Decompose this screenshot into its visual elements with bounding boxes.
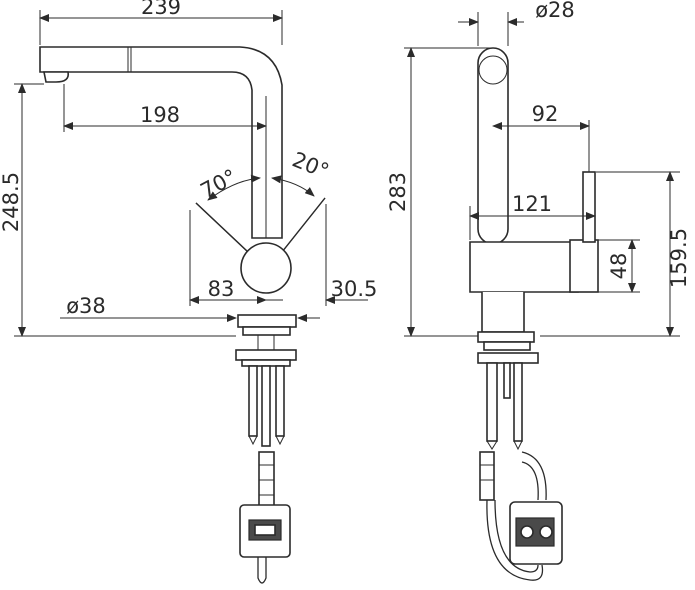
dim-spout-reach: 198 (63, 84, 267, 132)
dim-front-height: 248.5 (0, 83, 236, 337)
side-spout (477, 47, 509, 245)
front-spout (39, 46, 283, 239)
front-lever (195, 197, 326, 294)
dim-lever-height: 159.5 (540, 171, 691, 337)
dim-base-diameter: ø38 (60, 294, 320, 322)
dim-body-depth: 121 (469, 192, 596, 240)
angle-left-label: 70° (197, 164, 241, 203)
front-view: 239 198 248.5 70° 20° 83 (0, 0, 378, 584)
dim-body-height: 48 (598, 239, 640, 293)
dim-side-height: 283 (386, 47, 490, 337)
dim-lever-height-label: 159.5 (667, 228, 691, 288)
angle-right-label: 20° (289, 147, 333, 183)
dim-lever-left-label: 83 (208, 277, 235, 301)
side-mounting (477, 331, 539, 451)
dim-spout-reach-label: 198 (140, 103, 180, 127)
dim-body-height-label: 48 (607, 253, 631, 280)
side-hose-weight (479, 451, 563, 581)
dim-spout-diameter: ø28 (458, 0, 575, 46)
dim-overall-width-label: 239 (141, 0, 181, 19)
dim-overall-width: 239 (39, 0, 283, 45)
dim-front-height-label: 248.5 (0, 172, 23, 232)
dim-handle-clearance-label: 92 (532, 102, 559, 126)
dim-body-depth-label: 121 (512, 192, 552, 216)
dim-side-height-label: 283 (386, 172, 410, 212)
dim-base-diameter-label: ø38 (66, 294, 106, 318)
front-hose-weight (239, 451, 291, 584)
side-view: ø28 283 92 121 159.5 (386, 0, 691, 581)
dim-handle-clearance: 92 (492, 102, 590, 172)
dim-lever-right-label: 30.5 (331, 277, 378, 301)
dim-spout-diameter-label: ø28 (535, 0, 575, 22)
dim-lever-offsets: 83 30.5 (189, 204, 378, 306)
front-mounting (235, 314, 297, 447)
side-body (469, 171, 599, 333)
